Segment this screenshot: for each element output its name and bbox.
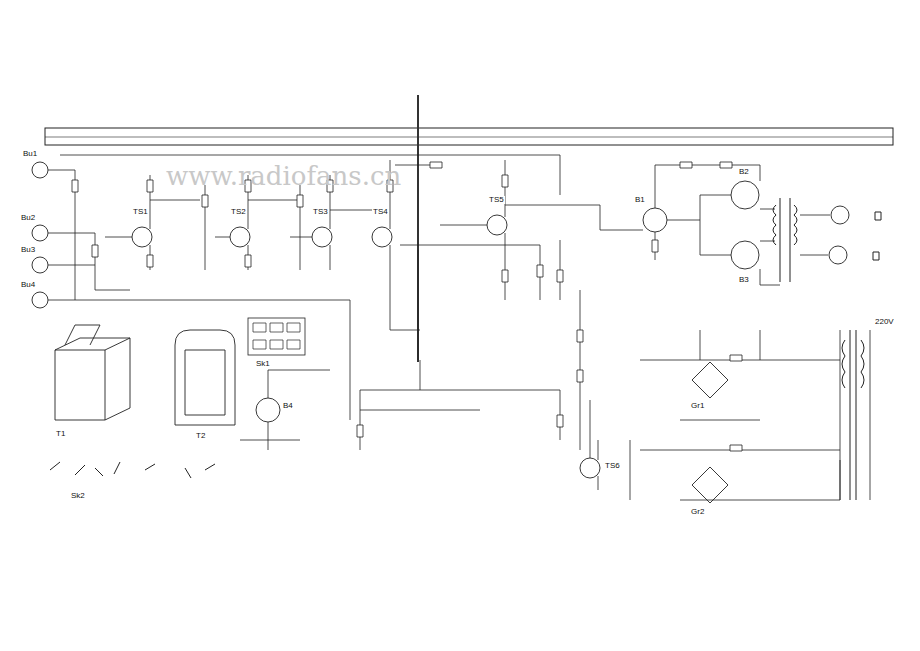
tube-symbol — [731, 241, 759, 269]
part-label: B1 — [634, 196, 646, 204]
reference-strip — [45, 128, 893, 145]
part-label: TS4 — [372, 208, 389, 216]
part-label: B2 — [738, 168, 750, 176]
part-label: T2 — [195, 432, 206, 440]
watermark: www.radiofans.cn — [165, 163, 402, 189]
part-label: Bu1 — [22, 150, 38, 158]
part-label: TS5 — [488, 196, 505, 204]
part-label: Sk2 — [70, 492, 86, 500]
transformer-symbols — [773, 198, 881, 500]
transistor-symbol — [312, 227, 332, 247]
socket-symbol — [32, 225, 48, 241]
speaker-socket — [829, 246, 847, 264]
transistor-symbol — [372, 227, 392, 247]
part-label: TS2 — [230, 208, 247, 216]
transistor-symbol — [230, 227, 250, 247]
tube-symbol — [731, 181, 759, 209]
socket-symbol — [32, 162, 48, 178]
resistor-symbols — [72, 162, 742, 451]
socket-symbol — [32, 257, 48, 273]
part-label: Bu4 — [20, 281, 36, 289]
part-label: Gr2 — [690, 508, 705, 516]
part-label: 220V — [874, 318, 895, 326]
input-sockets — [32, 162, 849, 308]
part-label: Sk1 — [255, 360, 271, 368]
tube-symbol — [643, 208, 667, 232]
part-label: TS3 — [312, 208, 329, 216]
rectifier-bridges — [692, 362, 728, 503]
part-label: Gr1 — [690, 402, 705, 410]
transistor-symbol — [132, 227, 152, 247]
tube-symbol — [256, 398, 280, 422]
part-label: B4 — [282, 402, 294, 410]
transistor-symbols — [132, 215, 600, 478]
part-label: Bu2 — [20, 214, 36, 222]
part-label: Bu3 — [20, 246, 36, 254]
part-label: T1 — [55, 430, 66, 438]
part-label: B3 — [738, 276, 750, 284]
switch-panel-cells — [253, 323, 300, 349]
transistor-symbol — [580, 458, 600, 478]
reference-strip-line — [45, 137, 893, 138]
switch-panel — [248, 318, 305, 355]
part-label: TS6 — [604, 462, 621, 470]
part-label: TS1 — [132, 208, 149, 216]
socket-symbol — [32, 292, 48, 308]
switch-positions — [50, 462, 215, 478]
wiring — [48, 155, 870, 500]
transistor-symbol — [487, 215, 507, 235]
speaker-socket — [831, 206, 849, 224]
tube-symbols — [256, 181, 759, 422]
transformer-illustration — [55, 325, 235, 425]
